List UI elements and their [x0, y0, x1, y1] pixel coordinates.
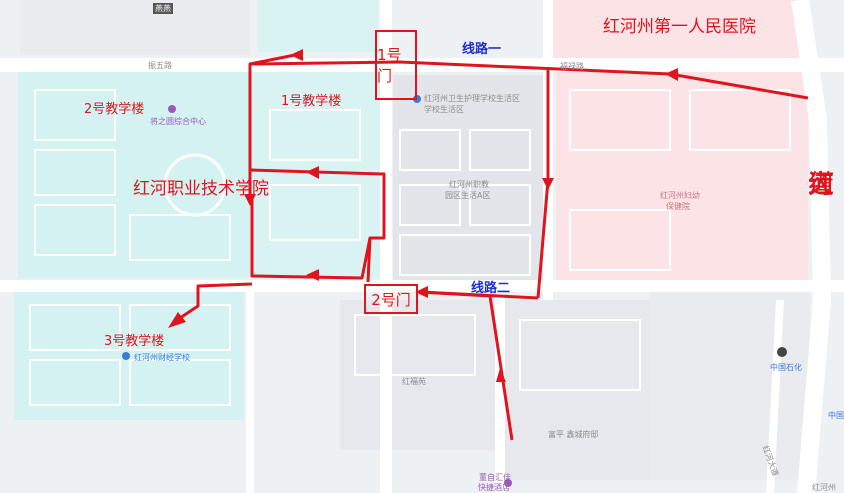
bottom-right-label: 富平 鑫城府邸	[548, 430, 599, 439]
gate-one-label: 1号门	[377, 46, 402, 85]
bottom-pin-label-2: 快捷酒店	[478, 483, 510, 492]
arrow-mid-left	[306, 166, 319, 179]
bottom-pin-label: 董自汇佳	[479, 473, 511, 482]
route-one-label: 线路一	[462, 42, 502, 57]
route-lines	[179, 52, 809, 441]
arrow-down-left	[244, 194, 256, 206]
bottom-right-edge-label: 红河州	[812, 483, 836, 492]
sinopec-label: 中国石化	[770, 363, 802, 372]
middle-area-label: 红河州职教	[449, 180, 489, 189]
right-edge-label: 中国	[828, 411, 844, 420]
center-pin-label: 红河州卫生护理学校生活区	[424, 94, 520, 103]
building3-label[interactable]: 3号教学楼	[104, 334, 165, 349]
hospital-base-label-2: 保健院	[666, 202, 690, 211]
gate-two-label: 2号门	[371, 290, 411, 309]
arrow-low-left	[306, 269, 319, 281]
avenue-char-4: 道	[807, 170, 834, 200]
arrow-bldg3	[168, 312, 186, 328]
hospital-base-label: 红河州妇幼	[660, 191, 700, 200]
gate-one[interactable]: 1号门	[375, 30, 417, 100]
avenue-char-1: 红	[807, 170, 834, 200]
arrow-gate2	[415, 286, 428, 298]
route-two-label: 线路二	[471, 281, 511, 296]
campus-area	[18, 72, 250, 278]
hospital-label: 红河州第一人民医院	[603, 17, 756, 37]
building1-label[interactable]: 1号教学楼	[281, 94, 342, 109]
college-label: 红河职业技术学院	[133, 179, 269, 199]
school-pin-label: 红河州财经学校	[134, 353, 190, 362]
arrow-route1-in	[665, 68, 678, 81]
arrow-route1-west	[290, 49, 303, 61]
hospital-area	[548, 0, 808, 58]
arrow-down-right	[542, 178, 554, 190]
building2-label[interactable]: 2号教学楼	[84, 102, 145, 117]
purple-pin-label: 将之圆综合中心	[150, 117, 206, 126]
top-poi-label: 燕燕	[153, 3, 173, 14]
middle-area-label-2: 园区生活A区	[445, 191, 491, 200]
avenue-char-2: 河	[807, 170, 834, 200]
route-one-line	[248, 60, 809, 195]
campus-top	[258, 0, 378, 52]
road-label-right: 福禄路	[560, 62, 584, 71]
bottom-center-label: 红福苑	[402, 377, 426, 386]
gate-two[interactable]: 2号门	[364, 284, 418, 314]
road-label-left: 振五路	[148, 61, 172, 70]
hospital-area-2	[556, 72, 808, 284]
arrow-up-route2	[496, 368, 506, 382]
avenue-char-3: 大	[807, 170, 834, 200]
center-pin-label-2: 学校生活区	[424, 105, 464, 114]
